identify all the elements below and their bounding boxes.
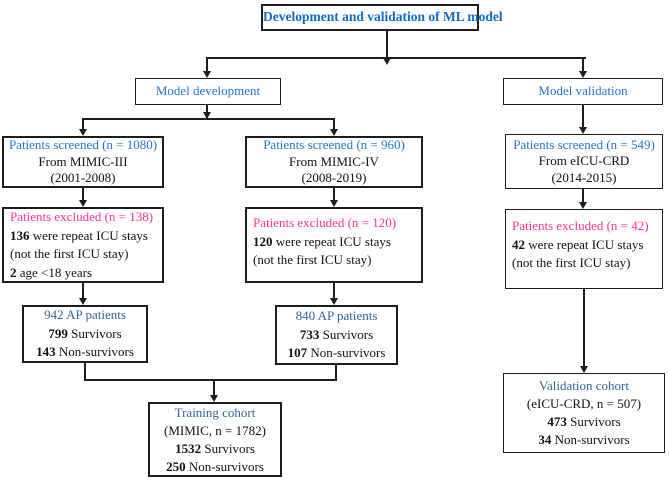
connector-to-training: [213, 379, 215, 396]
ap-mimic4-box: 840 AP patients 733 Survivors 107 Non-su…: [275, 305, 398, 365]
validation-cohort-title: Validation cohort: [539, 378, 629, 393]
ap-mimic3-survivors: 799 Survivors: [48, 325, 122, 341]
excluded-eicu-header: Patients excluded (n = 42): [512, 218, 649, 233]
training-cohort-title: Training cohort: [174, 404, 256, 420]
arrowhead-screened-mimic4: [330, 129, 338, 136]
arrowhead-training: [210, 395, 218, 402]
connector-to-validation: [582, 57, 584, 72]
model-development-label: Model development: [155, 83, 261, 99]
connector-development-split: [82, 118, 335, 120]
excluded-mimic4-line: 120 were repeat ICU stays: [253, 233, 391, 249]
connector-top-split: [206, 57, 586, 59]
connector-ap-mimic4-down: [335, 363, 337, 381]
ap-mimic4-header: 840 AP patients: [295, 308, 378, 324]
excluded-mimic4-box: Patients excluded (n = 120) 120 were rep…: [245, 207, 423, 283]
excluded-mimic4-line: (not the first ICU stay): [253, 252, 372, 267]
validation-cohort-survivors: 473 Survivors: [547, 414, 621, 429]
arrowhead-excluded-mimic3: [79, 200, 87, 207]
screened-mimic3-source: From MIMIC-III: [38, 153, 128, 169]
training-cohort-subtitle: (MIMIC, n = 1782): [164, 422, 266, 438]
arrowhead-validation-cohort: [580, 366, 588, 373]
screened-mimic3-header: Patients screened (n = 1080): [8, 137, 158, 153]
ap-mimic3-box: 942 AP patients 799 Survivors 143 Non-su…: [22, 305, 148, 363]
training-cohort-box: Training cohort (MIMIC, n = 1782) 1532 S…: [148, 402, 282, 477]
arrowhead-ap-mimic3: [79, 298, 87, 305]
training-cohort-nonsurvivors: 250 Non-survivors: [166, 458, 264, 474]
ap-mimic3-header: 942 AP patients: [44, 307, 126, 323]
screened-mimic4-years: (2008-2019): [301, 170, 367, 186]
screened-eicu-source: From eICU-CRD: [538, 153, 630, 169]
excluded-eicu-line: (not the first ICU stay): [512, 255, 631, 270]
connector-title-down: [386, 31, 388, 58]
excluded-mimic3-header: Patients excluded (n = 138): [10, 209, 154, 224]
arrowhead-development-junction: [203, 112, 211, 119]
model-development-box: Model development: [135, 78, 281, 105]
screened-eicu-box: Patients screened (n = 549) From eICU-CR…: [505, 134, 663, 189]
excluded-eicu-box: Patients excluded (n = 42) 42 were repea…: [505, 209, 663, 289]
excluded-eicu-line: 42 were repeat ICU stays: [512, 236, 644, 252]
arrowhead-title-junction: [383, 58, 391, 65]
excluded-mimic3-line: 2 age <18 years: [10, 264, 93, 280]
connector-to-development: [206, 57, 208, 72]
training-cohort-survivors: 1532 Survivors: [175, 440, 255, 456]
model-validation-box: Model validation: [503, 78, 663, 105]
connector-to-screened-mimic3: [82, 118, 84, 130]
connector-excluded-ap-mimic4: [333, 281, 335, 299]
validation-cohort-subtitle: (eICU-CRD, n = 507): [526, 396, 642, 411]
excluded-mimic3-line: 136 were repeat ICU stays: [10, 227, 148, 243]
arrowhead-validation: [579, 71, 587, 78]
screened-mimic4-header: Patients screened (n = 960): [263, 137, 405, 153]
connector-ap-mimic3-down: [84, 361, 86, 381]
connector-to-screened-mimic4: [333, 118, 335, 130]
excluded-mimic4-header: Patients excluded (n = 120): [253, 215, 397, 230]
connector-screened-excluded-mimic4: [333, 188, 335, 201]
excluded-mimic3-line: (not the first ICU stay): [10, 246, 129, 261]
validation-cohort-box: Validation cohort (eICU-CRD, n = 507) 47…: [503, 373, 665, 453]
ap-mimic4-survivors: 733 Survivors: [299, 326, 374, 342]
screened-mimic4-source: From MIMIC-IV: [289, 153, 379, 169]
arrowhead-screened-mimic3: [79, 129, 87, 136]
connector-screened-excluded-mimic3: [82, 188, 84, 201]
model-validation-label: Model validation: [538, 83, 628, 99]
ap-mimic4-nonsurvivors: 107 Non-survivors: [287, 345, 386, 361]
connector-validation-screened: [582, 105, 584, 128]
screened-eicu-header: Patients screened (n = 549): [513, 136, 655, 152]
connector-ap-merge: [84, 379, 337, 381]
screened-mimic3-box: Patients screened (n = 1080) From MIMIC-…: [2, 136, 164, 188]
arrowhead-excluded-eicu: [579, 202, 587, 209]
ap-mimic3-nonsurvivors: 143 Non-survivors: [36, 344, 134, 360]
connector-screened-excluded-eicu: [582, 188, 584, 203]
arrowhead-screened-eicu: [579, 127, 587, 134]
arrowhead-excluded-mimic4: [330, 200, 338, 207]
title-box: Development and validation of ML model: [261, 4, 503, 31]
connector-excluded-ap-mimic3: [82, 281, 84, 299]
page-title: Development and validation of ML model: [263, 9, 503, 25]
excluded-mimic3-box: Patients excluded (n = 138) 136 were rep…: [2, 207, 164, 283]
arrowhead-development: [203, 71, 211, 78]
screened-mimic3-years: (2001-2008): [50, 170, 116, 186]
screened-eicu-years: (2014-2015): [551, 169, 617, 185]
connector-excluded-cohort-eicu: [583, 288, 585, 367]
arrowhead-ap-mimic4: [330, 298, 338, 305]
screened-mimic4-box: Patients screened (n = 960) From MIMIC-I…: [245, 136, 423, 188]
validation-cohort-nonsurvivors: 34 Non-survivors: [538, 432, 630, 447]
